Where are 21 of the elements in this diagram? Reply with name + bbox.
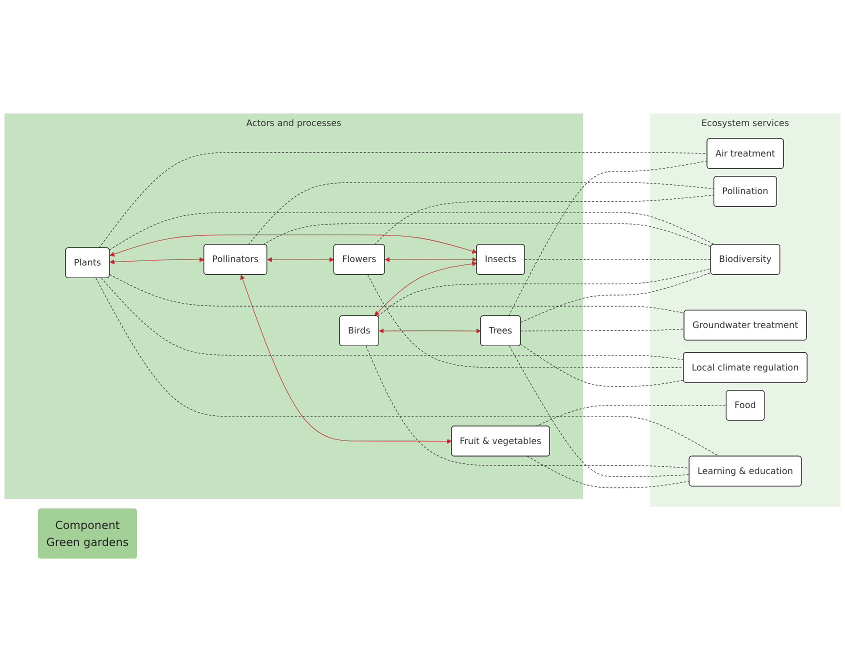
arrow bbox=[110, 234, 477, 256]
connector bbox=[96, 278, 720, 457]
arrow bbox=[267, 257, 334, 262]
connector bbox=[100, 278, 684, 360]
node-box: Component Green gardens bbox=[38, 508, 137, 559]
arrow bbox=[110, 257, 204, 264]
connector bbox=[520, 272, 712, 323]
connector bbox=[367, 274, 684, 368]
arrow bbox=[378, 328, 482, 334]
connector bbox=[508, 160, 708, 316]
arrow bbox=[384, 257, 477, 262]
connector bbox=[520, 328, 685, 332]
connector bbox=[509, 346, 690, 477]
connector bbox=[109, 212, 716, 250]
arrow bbox=[240, 274, 452, 444]
connector bbox=[524, 259, 712, 260]
arrow bbox=[374, 261, 477, 316]
connector bbox=[98, 152, 708, 248]
connector bbox=[366, 346, 690, 468]
connector bbox=[520, 344, 684, 387]
connector bbox=[527, 456, 690, 488]
